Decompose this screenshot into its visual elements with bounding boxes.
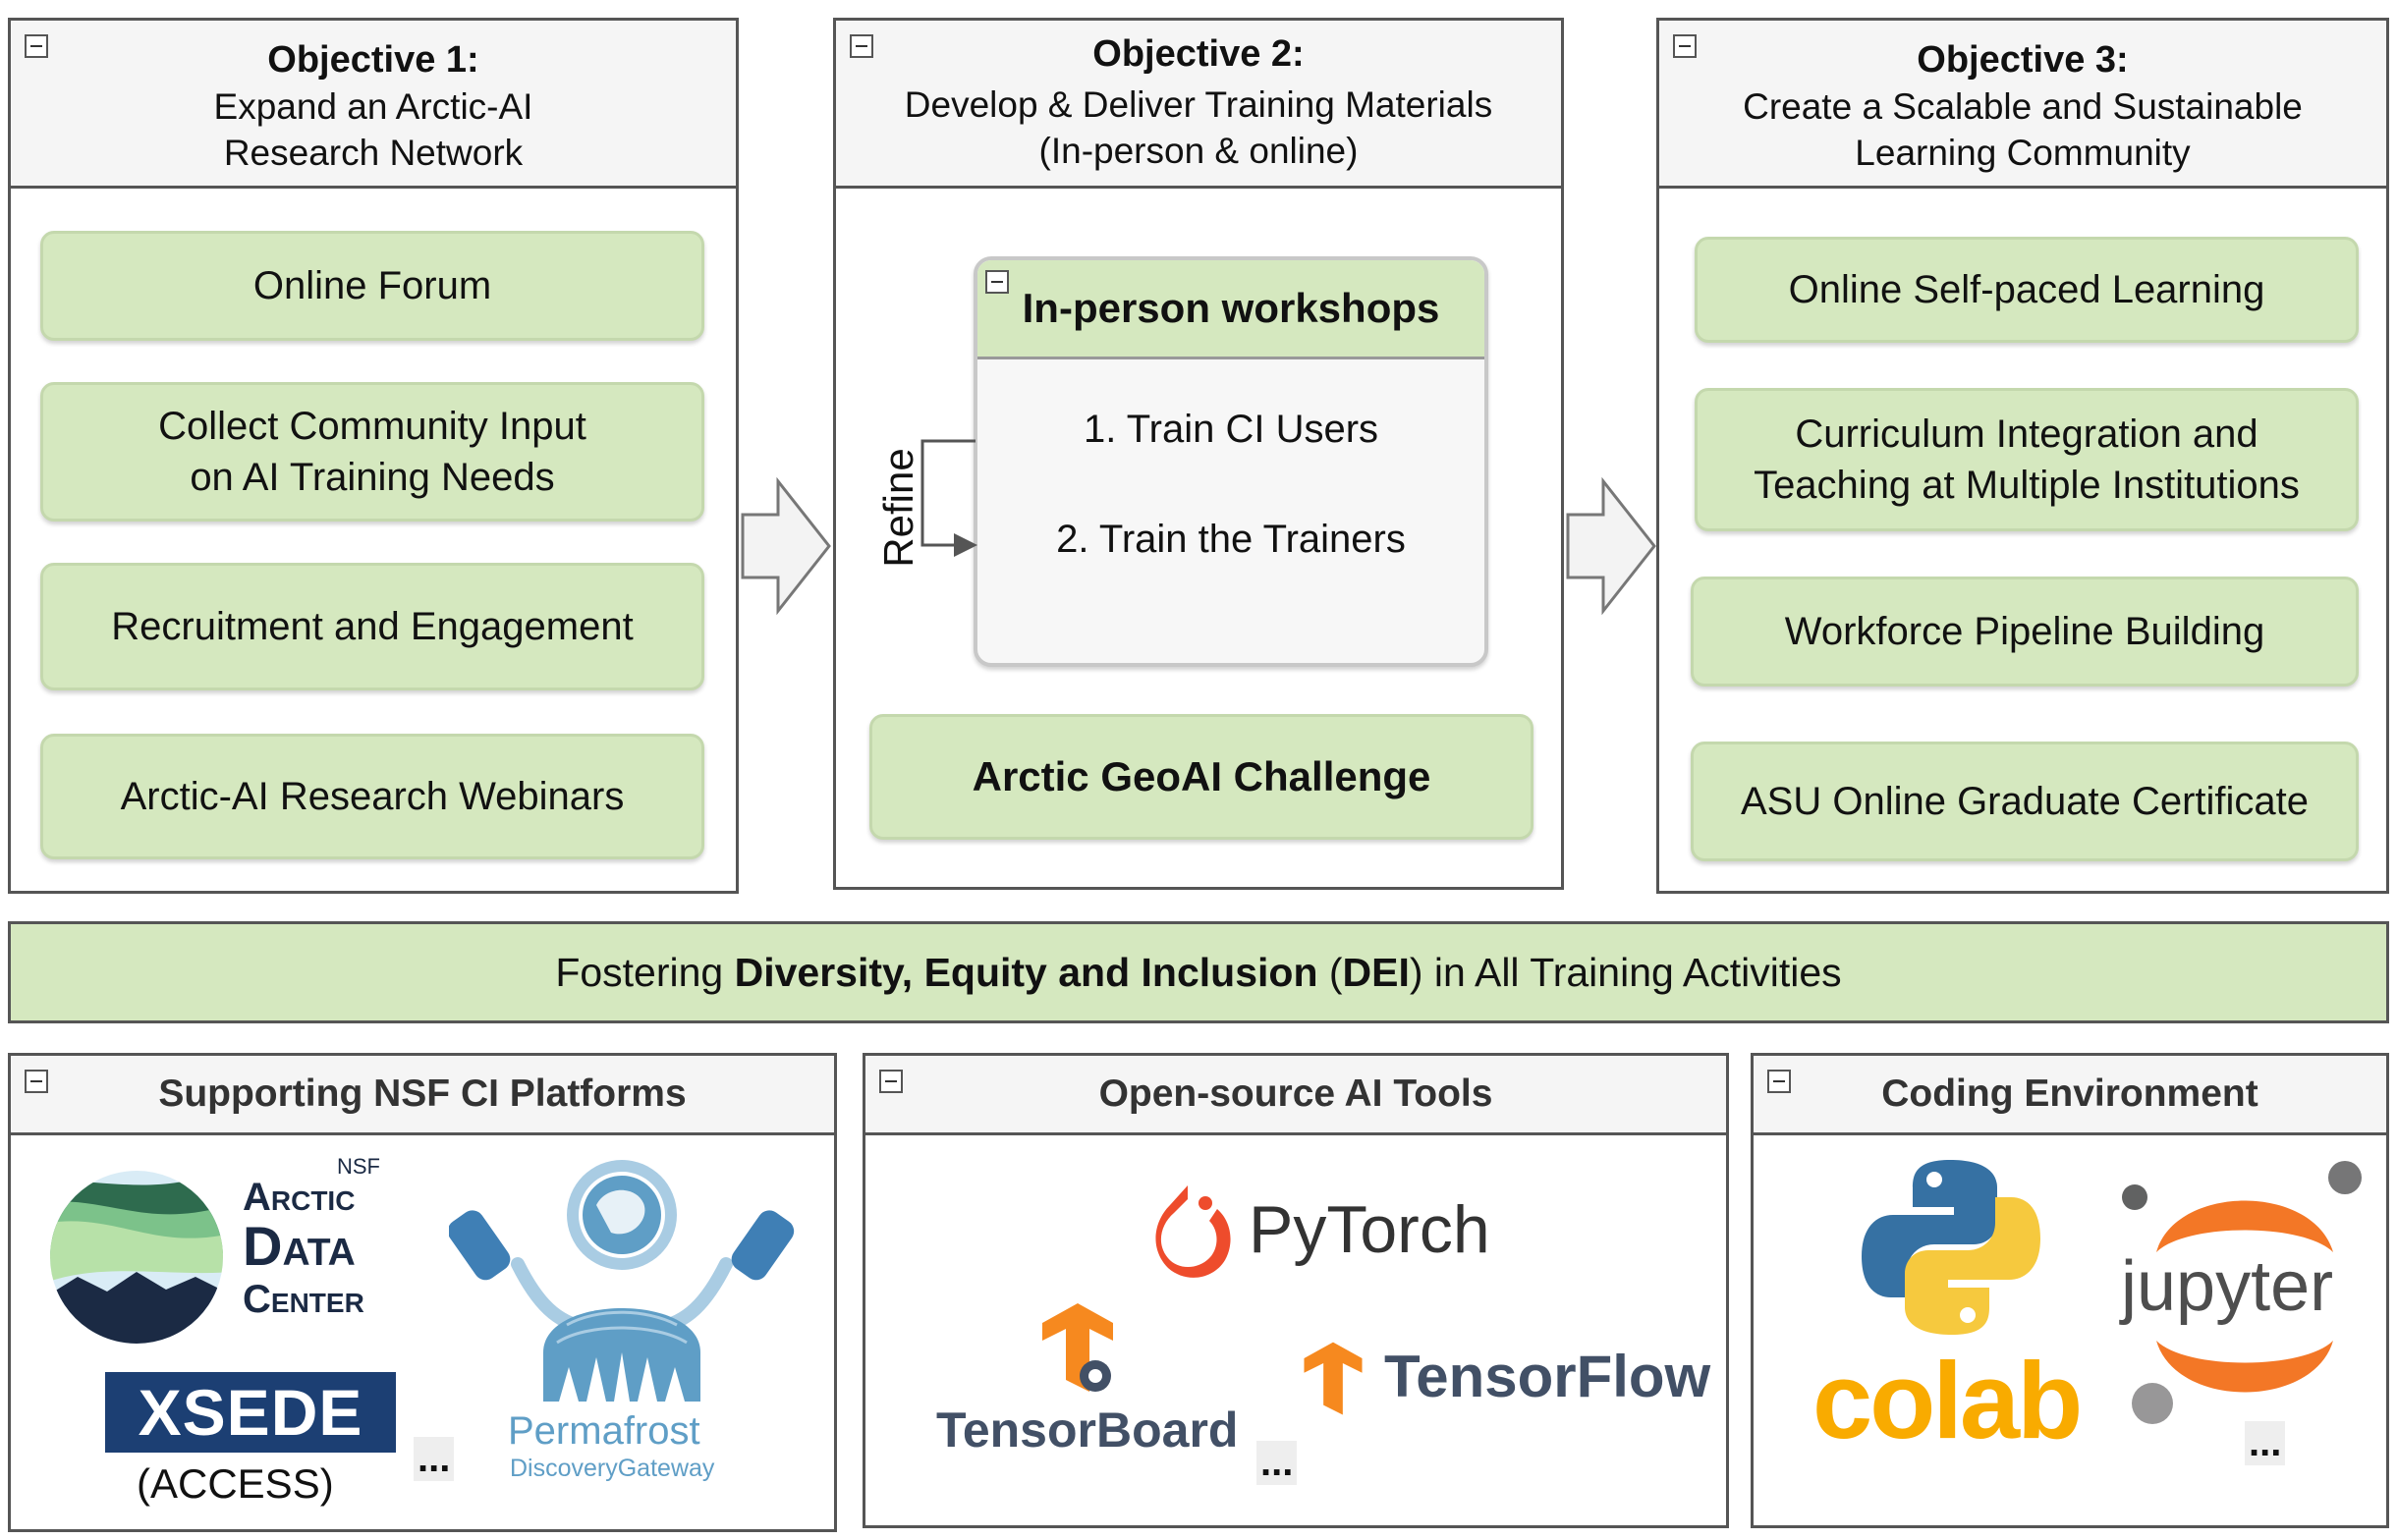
objective-3-item-curriculum: Curriculum Integration and Teaching at M…	[1695, 388, 2359, 531]
workshop-box: In-person workshops 1. Train CI Users 2.…	[974, 256, 1488, 667]
collapse-icon[interactable]	[25, 1070, 48, 1093]
pytorch-flame-icon	[1155, 1185, 1231, 1278]
coding-env-panel: Coding Environment colab jupyter ...	[1751, 1053, 2389, 1528]
workshop-step-1: 1. Train CI Users	[1083, 408, 1379, 451]
tensorboard-icon	[1042, 1303, 1113, 1392]
challenge-box: Arctic GeoAI Challenge	[869, 714, 1533, 840]
objective-2-header: Objective 2: Develop & Deliver Training …	[836, 21, 1561, 189]
workshop-title: In-person workshops	[1022, 285, 1440, 331]
collapse-icon[interactable]	[850, 34, 873, 58]
ai-tools-panel: Open-source AI Tools PyTorch TensorBoard…	[863, 1053, 1729, 1528]
tensorboard-label: TensorBoard	[936, 1402, 1239, 1458]
objective-3-subtitle-line-2: Learning Community	[1855, 133, 2191, 173]
objective-1-subtitle-line-1: Expand an Arctic-AI	[213, 86, 533, 127]
pytorch-label: PyTorch	[1249, 1192, 1490, 1267]
objective-3-header: Objective 3: Create a Scalable and Susta…	[1659, 21, 2386, 189]
nsf-platforms-panel: Supporting NSF CI Platforms NSF Arctic D…	[8, 1053, 837, 1532]
refine-label: Refine	[875, 448, 921, 568]
permafrost-gateway-emblem	[449, 1160, 795, 1402]
jupyter-orbit-icon	[2122, 1161, 2362, 1424]
tensorflow-label: TensorFlow	[1384, 1344, 1711, 1409]
objective-1-item-online-forum: Online Forum	[40, 231, 704, 341]
objective-1-item-community-input: Collect Community Input on AI Training N…	[40, 382, 704, 522]
flow-arrow-2	[1566, 477, 1656, 615]
permafrost-label: Permafrost	[508, 1409, 700, 1453]
objective-1-item-recruitment: Recruitment and Engagement	[40, 563, 704, 690]
tensorflow-icon	[1304, 1342, 1363, 1415]
more-platforms-ellipsis: ...	[414, 1437, 455, 1481]
dei-prefix: Fostering	[555, 949, 735, 995]
dei-mid: (	[1317, 949, 1343, 995]
jupyter-label: jupyter	[2121, 1247, 2334, 1326]
ai-tools-header: Open-source AI Tools	[865, 1056, 1726, 1135]
objective-2-title: Objective 2:	[1092, 33, 1305, 75]
collapse-icon[interactable]	[1673, 34, 1697, 58]
coding-env-header: Coding Environment	[1754, 1056, 2386, 1135]
objective-1-header: Objective 1: Expand an Arctic-AI Researc…	[11, 21, 736, 189]
adc-word-center: Center	[243, 1278, 364, 1321]
flow-arrow-1	[741, 477, 831, 615]
collapse-icon[interactable]	[1767, 1070, 1791, 1093]
access-label: (ACCESS)	[137, 1460, 334, 1507]
objective-1-title: Objective 1:	[267, 39, 479, 81]
objective-3-subtitle-line-1: Create a Scalable and Sustainable	[1743, 86, 2303, 127]
objective-1-item-webinars: Arctic-AI Research Webinars	[40, 734, 704, 859]
permafrost-sub-label: DiscoveryGateway	[510, 1455, 715, 1482]
nsf-platforms-header: Supporting NSF CI Platforms	[11, 1056, 834, 1135]
arctic-data-center-emblem	[50, 1171, 223, 1344]
objective-2-subtitle-line-1: Develop & Deliver Training Materials	[904, 84, 1493, 125]
xsede-text: XSEDE	[138, 1376, 363, 1449]
objective-1-panel: Objective 1: Expand an Arctic-AI Researc…	[8, 18, 739, 894]
adc-word-data: Data	[243, 1215, 356, 1277]
more-env-ellipsis: ...	[2245, 1421, 2286, 1465]
dei-main: Diversity, Equity and Inclusion	[734, 949, 1318, 995]
collapse-icon[interactable]	[985, 270, 1009, 294]
more-tools-ellipsis: ...	[1256, 1441, 1298, 1485]
collapse-icon[interactable]	[25, 34, 48, 58]
objective-3-title: Objective 3:	[1917, 39, 2129, 81]
objective-3-panel: Objective 3: Create a Scalable and Susta…	[1656, 18, 2389, 894]
objective-2-panel: Objective 2: Develop & Deliver Training …	[833, 18, 1564, 890]
adc-nsf-label: NSF	[337, 1154, 380, 1179]
dei-suffix: ) in All Training Activities	[1409, 949, 1842, 995]
objective-3-item-self-paced: Online Self-paced Learning	[1695, 237, 2359, 343]
dei-abbrev: DEI	[1342, 949, 1410, 995]
ai-tools-title: Open-source AI Tools	[1098, 1072, 1493, 1115]
dei-banner: Fostering Diversity, Equity and Inclusio…	[8, 921, 2389, 1023]
workshop-step-2: 2. Train the Trainers	[1056, 518, 1406, 561]
objective-3-item-workforce: Workforce Pipeline Building	[1691, 577, 2359, 687]
workshop-header: In-person workshops	[977, 260, 1484, 359]
refine-loop-arrow	[920, 439, 977, 557]
coding-env-title: Coding Environment	[1881, 1072, 2258, 1115]
objective-2-subtitle-line-2: (In-person & online)	[1038, 131, 1359, 171]
collapse-icon[interactable]	[879, 1070, 903, 1093]
objective-1-subtitle-line-2: Research Network	[223, 133, 524, 173]
colab-label: colab	[1812, 1341, 2083, 1461]
xsede-logo: XSEDE	[105, 1372, 396, 1453]
objective-3-item-asu-certificate: ASU Online Graduate Certificate	[1691, 742, 2359, 861]
nsf-platforms-title: Supporting NSF CI Platforms	[158, 1072, 687, 1115]
python-logo-icon	[1862, 1160, 2040, 1335]
adc-word-arctic: Arctic	[243, 1176, 356, 1219]
